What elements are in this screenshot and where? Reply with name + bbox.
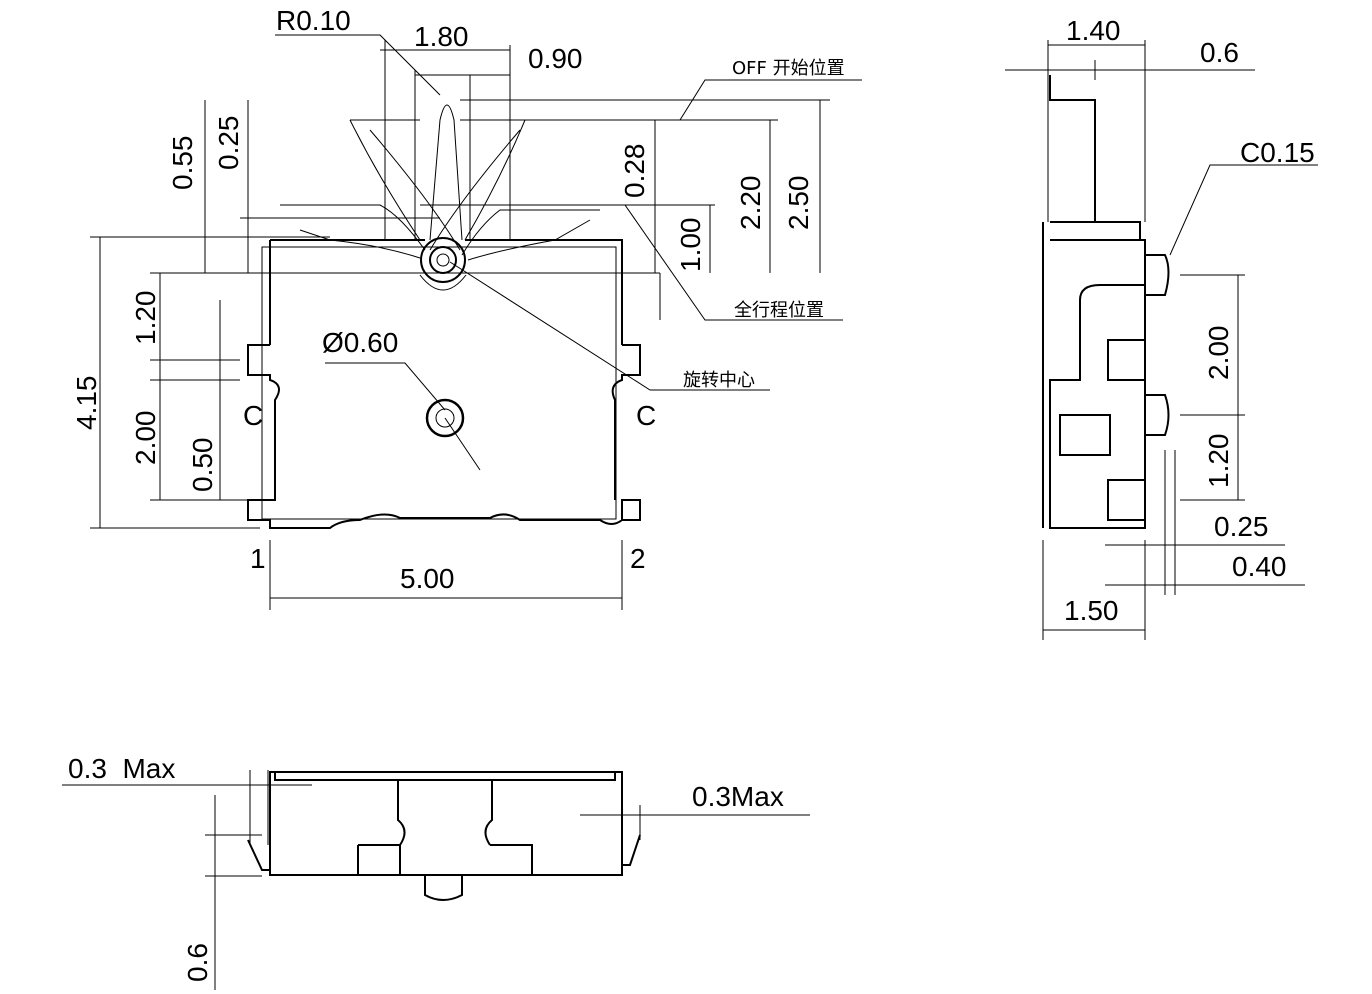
label-bottom-06: 0.6	[182, 943, 213, 982]
leader-full	[624, 204, 843, 321]
inner-outline	[261, 246, 617, 520]
side-body-outline	[1042, 75, 1170, 529]
side-view	[1005, 40, 1318, 640]
label-max-right: 0.3Max	[692, 781, 784, 812]
label-025: 0.25	[213, 116, 244, 171]
bottom-view	[62, 770, 810, 990]
label-side-200: 2.00	[1203, 326, 1234, 381]
label-090: 0.90	[528, 43, 583, 74]
label-pin-1: 1	[250, 543, 266, 574]
label-200: 2.00	[130, 411, 161, 466]
label-full-travel: 全行程位置	[734, 300, 824, 321]
label-side-150: 1.50	[1064, 595, 1119, 626]
label-side-06: 0.6	[1200, 37, 1239, 68]
label-055: 0.55	[167, 136, 198, 191]
label-side-120: 1.20	[1203, 434, 1234, 489]
leader-off	[679, 79, 862, 121]
bottom-dimension-lines	[62, 770, 810, 990]
label-180: 1.80	[414, 21, 469, 52]
label-max-left: 0.3 Max	[68, 753, 175, 784]
actuator-sweep	[280, 40, 600, 261]
label-250: 2.50	[783, 176, 814, 231]
label-050: 0.50	[187, 438, 218, 493]
label-c-right: C	[636, 400, 656, 431]
bottom-body-outline	[247, 771, 641, 901]
hub-inner	[429, 246, 457, 274]
label-c015: C0.15	[1240, 137, 1315, 168]
label-side-025: 0.25	[1214, 511, 1269, 542]
label-c-left: C	[243, 400, 263, 431]
switch-body-outline	[247, 239, 641, 529]
top-view	[90, 34, 862, 610]
label-415: 4.15	[71, 376, 102, 431]
label-off-start: OFF 开始位置	[732, 58, 845, 79]
side-dimension-lines	[1005, 40, 1318, 640]
label-500: 5.00	[400, 563, 455, 594]
dimension-lines	[90, 49, 830, 610]
label-phi060: Ø0.60	[322, 327, 398, 358]
label-100: 1.00	[675, 218, 706, 273]
label-220: 2.20	[735, 176, 766, 231]
hub-lower	[419, 274, 467, 291]
label-side-040: 0.40	[1232, 551, 1287, 582]
hub-gear	[420, 237, 466, 283]
leader-center	[449, 261, 770, 391]
center-hole-inner	[435, 408, 455, 428]
actuator-off-position	[429, 104, 463, 241]
labels: R0.10 1.80 0.90 OFF 开始位置 0.55 0.25 0.28 …	[68, 5, 1315, 982]
label-r010: R0.10	[276, 5, 351, 36]
label-028: 0.28	[619, 144, 650, 199]
leader-phi	[325, 362, 481, 471]
hub-center	[436, 253, 450, 267]
label-120: 1.20	[130, 291, 161, 346]
label-pin-2: 2	[630, 543, 646, 574]
center-hole-outer	[425, 398, 465, 438]
label-rotation-center: 旋转中心	[683, 370, 755, 391]
label-side-140: 1.40	[1066, 15, 1121, 46]
